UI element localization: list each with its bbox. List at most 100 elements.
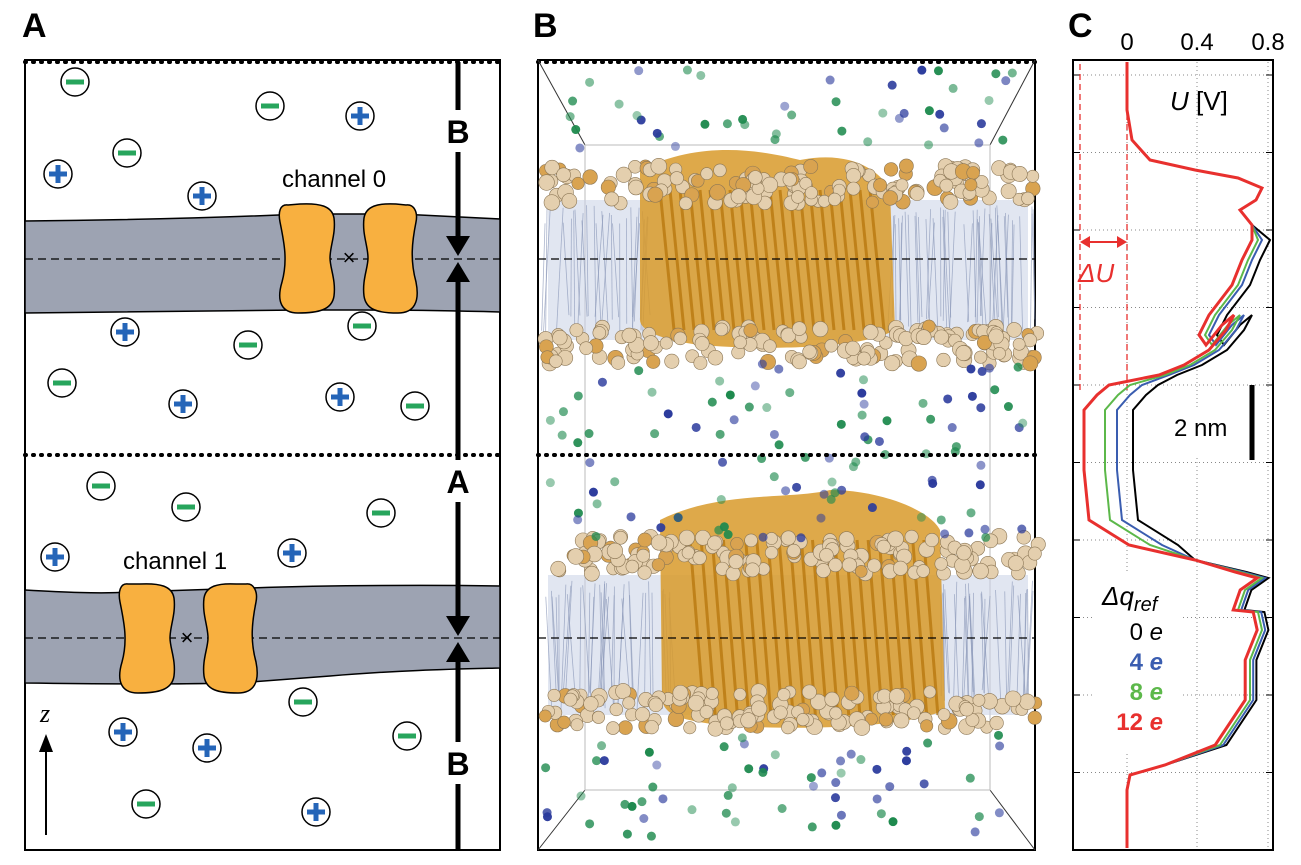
x-tick-1: 0.4 xyxy=(1180,29,1213,56)
potential-symbol: U xyxy=(1170,86,1189,116)
lipid-headgroup xyxy=(550,560,567,577)
solvent-k-ion xyxy=(836,810,846,820)
lipid-headgroup xyxy=(904,529,919,544)
solvent-cl-ion xyxy=(716,495,726,505)
legend-entry-value: 12 xyxy=(1116,709,1149,736)
solvent-cl-ion xyxy=(856,755,866,765)
lipid-tail xyxy=(969,596,976,695)
lipid-headgroup xyxy=(669,171,684,186)
legend-entries: 0 e4 e8 e12 e xyxy=(1116,619,1163,736)
solvent-k-ion xyxy=(846,749,856,759)
lipid-headgroup xyxy=(884,355,901,372)
solvent-cl-ion xyxy=(948,83,958,93)
solvent-k-ion xyxy=(636,115,646,125)
solvent-cl-ion xyxy=(725,390,735,400)
solvent-cl-ion xyxy=(994,730,1004,740)
lipid-headgroup xyxy=(853,719,871,736)
solvent-k-ion xyxy=(919,779,929,789)
lipid-headgroup xyxy=(887,530,904,548)
region-b-bottom-label: B xyxy=(446,746,469,782)
solvent-cl-ion xyxy=(951,442,961,452)
lipid-headgroup xyxy=(764,546,779,560)
lipid-headgroup xyxy=(636,548,651,563)
lipid-headgroup xyxy=(592,326,607,340)
lipid-headgroup xyxy=(634,706,650,722)
legend-title-sub: ref xyxy=(1134,594,1160,616)
lipid-tail xyxy=(899,222,902,331)
plus-ion-icon xyxy=(108,717,138,747)
lipid-tail xyxy=(551,596,560,695)
lipid-tail xyxy=(541,223,546,331)
lipid-headgroup xyxy=(1027,546,1042,561)
lipid-headgroup xyxy=(844,685,860,701)
lipid-headgroup xyxy=(955,345,972,361)
lipid-tail xyxy=(1016,593,1021,696)
lipid-headgroup xyxy=(745,562,760,578)
beta-strand xyxy=(788,539,806,716)
delta-u-arrowhead-right xyxy=(1117,236,1127,248)
legend-entry: 8 e xyxy=(1130,679,1163,706)
lipid-tail xyxy=(551,590,557,702)
solvent-cl-ion xyxy=(722,119,732,129)
lipid-headgroup xyxy=(618,720,633,735)
lipid-tail xyxy=(633,207,640,322)
minus-ion-icon xyxy=(112,138,142,168)
solvent-k-ion xyxy=(781,486,791,496)
lipid-headgroup xyxy=(989,715,1004,731)
solvent-cl-ion xyxy=(597,741,607,751)
lipid-tail xyxy=(1026,590,1034,701)
solvent-k-ion xyxy=(836,756,846,766)
lipid-tail xyxy=(599,584,603,706)
solvent-cl-ion xyxy=(576,791,586,801)
lipid-tail xyxy=(967,223,973,323)
minus-ion-icon xyxy=(366,498,396,528)
solvent-cl-ion xyxy=(573,438,583,448)
lipid-headgroup xyxy=(687,694,705,712)
solvent-cl-ion xyxy=(762,403,772,413)
lipid-headgroup xyxy=(763,339,777,353)
lipid-headgroup xyxy=(910,355,927,372)
solvent-k-ion xyxy=(964,528,974,538)
lipid-tail xyxy=(603,584,605,707)
solvent-cl-ion xyxy=(777,803,787,813)
solvent-k-ion xyxy=(819,489,829,499)
solvent-cl-ion xyxy=(592,499,602,509)
solvent-k-ion xyxy=(995,741,1005,751)
lipid-tail xyxy=(965,583,970,707)
solvent-cl-ion xyxy=(984,95,994,105)
lipid-headgroup xyxy=(683,721,697,735)
lipid-tail xyxy=(898,218,902,321)
solvent-cl-ion xyxy=(730,817,740,827)
lipid-headgroup xyxy=(673,331,688,346)
panel-a: A × channel 0 × channel 1 B xyxy=(22,7,502,851)
solvent-cl-ion xyxy=(831,820,841,830)
lipid-headgroup xyxy=(751,700,768,717)
solvent-cl-ion xyxy=(637,797,647,807)
lipid-tail xyxy=(600,596,610,692)
lipid-headgroup xyxy=(796,713,810,727)
lipid-tail xyxy=(989,223,993,329)
solvent-k-ion xyxy=(939,123,949,133)
solvent-cl-ion xyxy=(723,790,733,800)
lipid-tail-streaks xyxy=(541,205,1036,710)
solvent-k-ion xyxy=(940,529,950,539)
solvent-cl-ion xyxy=(830,488,840,498)
lipid-headgroup xyxy=(854,565,868,578)
lipid-headgroup xyxy=(643,335,659,351)
solvent-cl-ion xyxy=(926,414,936,424)
plus-ion-icon xyxy=(187,181,217,211)
solvent-cl-ion xyxy=(721,808,731,818)
solvent-cl-ion xyxy=(806,773,816,783)
lipid-headgroup xyxy=(567,548,585,565)
scale-bar-label-bg xyxy=(1170,408,1250,458)
lipid-headgroup xyxy=(628,179,644,196)
solvent-k-ion xyxy=(887,80,897,90)
solvent-cl-ion xyxy=(923,738,933,748)
legend-title-main: Δq xyxy=(1101,581,1134,611)
lipid-headgroup xyxy=(866,195,879,209)
lipid-headgroup xyxy=(828,558,843,573)
lipid-headgroup xyxy=(679,196,693,211)
solvent-cl-ion xyxy=(924,140,934,150)
lipid-headgroup xyxy=(552,329,568,346)
